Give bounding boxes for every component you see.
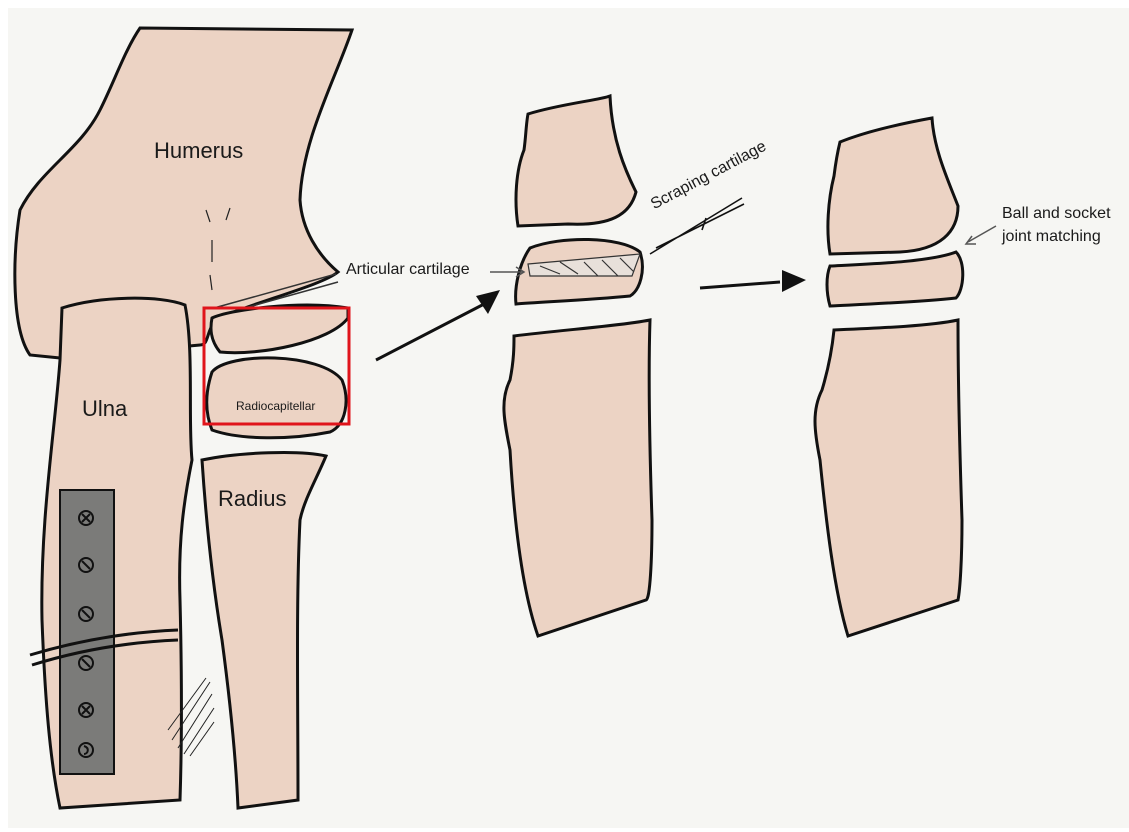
middle-upper-bone xyxy=(516,96,636,226)
middle-lower-bone xyxy=(504,320,652,636)
label-ball-socket-1: Ball and socket xyxy=(1002,205,1111,223)
fixation-plate xyxy=(60,490,114,774)
label-ulna: Ulna xyxy=(82,396,127,422)
right-lower-bone xyxy=(815,320,962,636)
capitellum xyxy=(211,305,348,353)
label-ball-socket-2: joint matching xyxy=(1002,228,1101,246)
arrow-2 xyxy=(700,270,806,292)
label-radiocapitellar: Radiocapitellar xyxy=(236,399,315,413)
right-upper-bone xyxy=(828,118,958,254)
right-joint-disc xyxy=(827,252,963,306)
pointer-ball-socket xyxy=(966,226,996,244)
pointer-articular-cartilage xyxy=(490,267,524,277)
label-radius: Radius xyxy=(218,486,286,512)
arrow-1 xyxy=(376,290,500,360)
label-humerus: Humerus xyxy=(154,138,243,164)
radial-head xyxy=(207,358,346,438)
label-articular-cartilage: Articular cartilage xyxy=(346,261,470,279)
